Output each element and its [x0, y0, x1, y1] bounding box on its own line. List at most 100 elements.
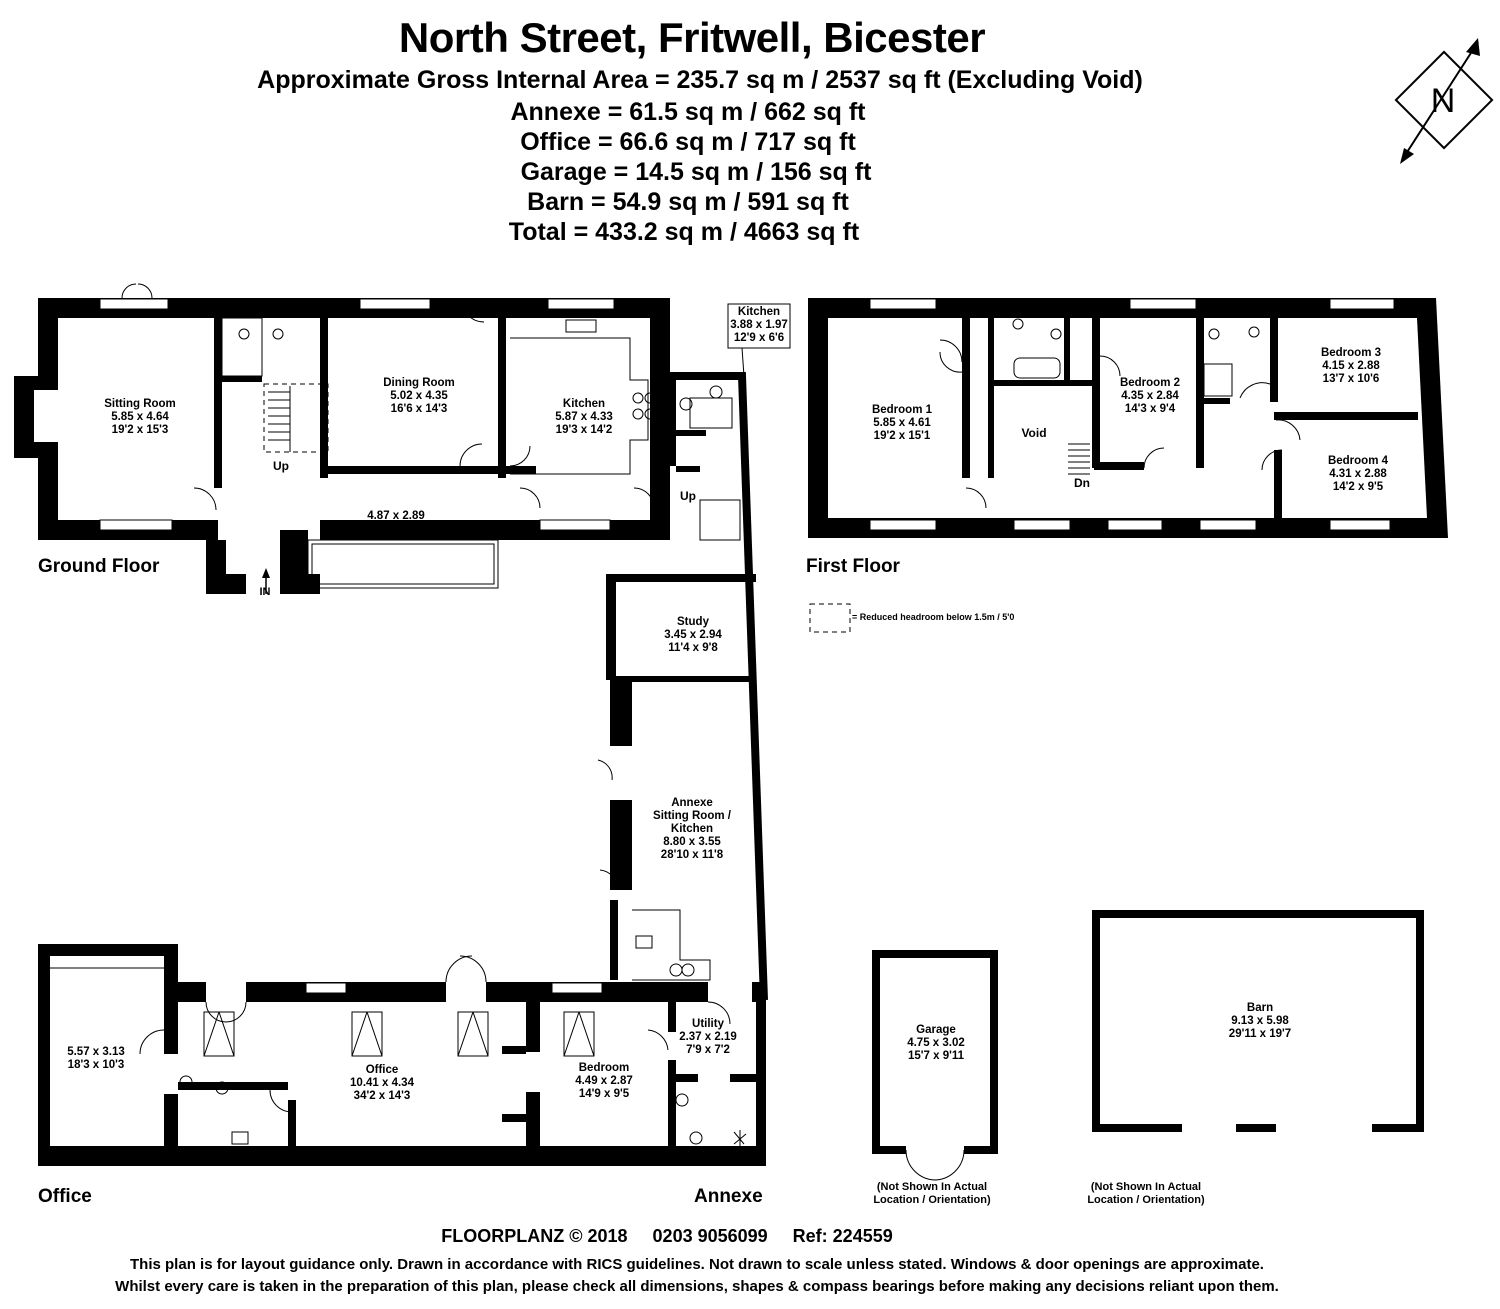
room-metric: 4.87 x 2.89	[367, 510, 425, 522]
stairs-up-label-rear: Up	[680, 489, 696, 503]
room-metric: 3.45 x 2.94	[664, 629, 722, 641]
reduced-headroom-legend: = Reduced headroom below 1.5m / 5'0	[852, 612, 1015, 622]
reduced-headroom-legend-swatch	[809, 603, 851, 633]
floor-label-office: Office	[38, 1186, 92, 1207]
office-annexe-plan	[38, 759, 766, 1166]
room-imperial: 12'9 x 6'6	[733, 332, 785, 344]
room-metric: 8.80 x 3.55	[663, 836, 721, 848]
area-barn: Barn = 54.9 sq m / 591 sq ft	[527, 188, 849, 216]
room-name: Bedroom	[578, 1062, 630, 1074]
room-dining-room: Dining Room 5.02 x 4.35 16'6 x 14'3	[383, 377, 455, 416]
area-office: Office = 66.6 sq m / 717 sq ft	[520, 128, 856, 156]
room-metric: 10.41 x 4.34	[350, 1077, 414, 1089]
room-imperial: 7'9 x 7'2	[686, 1044, 730, 1056]
room-metric: 4.31 x 2.88	[1329, 468, 1387, 480]
room-imperial: 29'11 x 19'7	[1228, 1028, 1292, 1040]
compass-north-icon: N	[1394, 38, 1494, 164]
room-metric: 5.02 x 4.35	[390, 390, 448, 402]
room-office-store: 5.57 x 3.13 18'3 x 10'3	[67, 1046, 125, 1072]
room-imperial: 14'3 x 9'4	[1124, 403, 1176, 415]
room-name: Barn	[1246, 1002, 1274, 1014]
disclaimer-line-2: Whilst every care is taken in the prepar…	[115, 1278, 1279, 1295]
room-metric: 5.85 x 4.64	[111, 411, 169, 423]
room-name: Bedroom 4	[1327, 455, 1389, 467]
room-bedroom-2: Bedroom 2 4.35 x 2.84 14'3 x 9'4	[1120, 377, 1180, 416]
rear-wing-plan	[606, 303, 791, 1001]
room-name: Annexe	[671, 797, 713, 809]
room-imperial: 11'4 x 9'8	[668, 642, 718, 654]
entrance-label: IN	[259, 586, 271, 598]
barn-plan	[1092, 910, 1424, 1132]
room-kitchen: Kitchen 5.87 x 4.33 19'3 x 14'2	[555, 398, 613, 437]
area-total: Total = 433.2 sq m / 4663 sq ft	[508, 218, 860, 246]
room-office: Office 10.41 x 4.34 34'2 x 14'3	[350, 1064, 414, 1103]
room-metric: 5.57 x 3.13	[67, 1046, 125, 1058]
room-bedroom-3: Bedroom 3 4.15 x 2.88 13'7 x 10'6	[1321, 347, 1381, 386]
room-imperial: 16'6 x 14'3	[390, 403, 448, 415]
note-line: (Not Shown In Actual	[1090, 1181, 1202, 1193]
room-name: Garage	[916, 1024, 956, 1036]
room-imperial: 14'9 x 9'5	[578, 1088, 630, 1100]
room-imperial: 19'3 x 14'2	[555, 424, 613, 436]
room-name: Sitting Room /	[653, 810, 731, 822]
room-name: Bedroom 3	[1320, 347, 1382, 359]
area-garage: Garage = 14.5 sq m / 156 sq ft	[520, 158, 872, 186]
room-imperial: 13'7 x 10'6	[1322, 373, 1380, 385]
room-metric: 4.15 x 2.88	[1322, 360, 1380, 372]
svg-text:N: N	[1431, 82, 1456, 120]
room-imperial: 19'2 x 15'1	[873, 430, 931, 442]
room-imperial: 16'0 x 9'6	[370, 523, 422, 535]
room-metric: 5.87 x 4.33	[555, 411, 613, 423]
room-metric: 4.49 x 2.87	[575, 1075, 633, 1087]
room-imperial: 18'3 x 10'3	[67, 1059, 125, 1071]
room-metric: 4.35 x 2.84	[1121, 390, 1179, 402]
note-line: (Not Shown In Actual	[876, 1181, 988, 1193]
room-sitting-room: Sitting Room 5.85 x 4.64 19'2 x 15'3	[104, 398, 176, 437]
room-name: Dining Room	[383, 377, 455, 389]
room-imperial: 14'2 x 9'5	[1332, 481, 1384, 493]
room-annexe-sitting-kitchen: Annexe Sitting Room / Kitchen 8.80 x 3.5…	[653, 797, 731, 862]
plan-title: North Street, Fritwell, Bicester	[398, 14, 986, 61]
room-metric: 5.85 x 4.61	[873, 417, 931, 429]
room-name: Bedroom 1	[871, 404, 933, 416]
room-name: Utility	[692, 1018, 724, 1030]
area-annexe: Annexe = 61.5 sq m / 662 sq ft	[510, 98, 866, 126]
barn-note: (Not Shown In Actual Location / Orientat…	[1087, 1181, 1204, 1207]
garage-note: (Not Shown In Actual Location / Orientat…	[873, 1181, 990, 1207]
room-metric: 4.75 x 3.02	[907, 1037, 965, 1049]
room-kitchen-callout: Kitchen 3.88 x 1.97 12'9 x 6'6	[730, 306, 788, 345]
stairs-down-label: Dn	[1074, 476, 1090, 490]
room-name: Kitchen	[737, 306, 781, 318]
room-bedroom-4: Bedroom 4 4.31 x 2.88 14'2 x 9'5	[1328, 455, 1388, 494]
first-floor-plan	[808, 298, 1448, 538]
room-name: Kitchen	[670, 823, 714, 835]
room-imperial: 34'2 x 14'3	[353, 1090, 411, 1102]
gross-internal-area: Approximate Gross Internal Area = 235.7 …	[257, 66, 1143, 94]
room-hall: 4.87 x 2.89 16'0 x 9'6	[367, 510, 425, 536]
garage-plan	[872, 950, 998, 1181]
room-void: Void	[1021, 426, 1047, 440]
stairs-up-label: Up	[273, 459, 289, 473]
note-line: Location / Orientation)	[1087, 1194, 1205, 1206]
room-metric: 9.13 x 5.98	[1231, 1015, 1289, 1027]
room-name: Kitchen	[562, 398, 606, 410]
note-line: Location / Orientation)	[873, 1194, 991, 1206]
room-garage: Garage 4.75 x 3.02 15'7 x 9'11	[907, 1024, 965, 1063]
room-metric: 3.88 x 1.97	[730, 319, 788, 331]
room-name: Sitting Room	[104, 398, 176, 410]
floor-label-ground: Ground Floor	[38, 556, 160, 577]
room-imperial: 28'10 x 11'8	[660, 849, 724, 861]
room-study: Study 3.45 x 2.94 11'4 x 9'8	[664, 616, 722, 655]
disclaimer-line-1: This plan is for layout guidance only. D…	[130, 1256, 1264, 1273]
room-name: Study	[677, 616, 709, 628]
room-imperial: 15'7 x 9'11	[908, 1050, 964, 1062]
room-name: Office	[365, 1064, 399, 1076]
room-barn: Barn 9.13 x 5.98 29'11 x 19'7	[1229, 1002, 1291, 1041]
ground-floor-plan	[14, 283, 670, 594]
footer-credit: FLOORPLANZ © 2018 0203 9056099 Ref: 2245…	[441, 1226, 893, 1246]
floor-label-first: First Floor	[806, 556, 900, 577]
room-name: Bedroom 2	[1119, 377, 1181, 389]
room-utility: Utility 2.37 x 2.19 7'9 x 7'2	[679, 1018, 737, 1057]
room-bedroom-1: Bedroom 1 5.85 x 4.61 19'2 x 15'1	[872, 404, 932, 443]
